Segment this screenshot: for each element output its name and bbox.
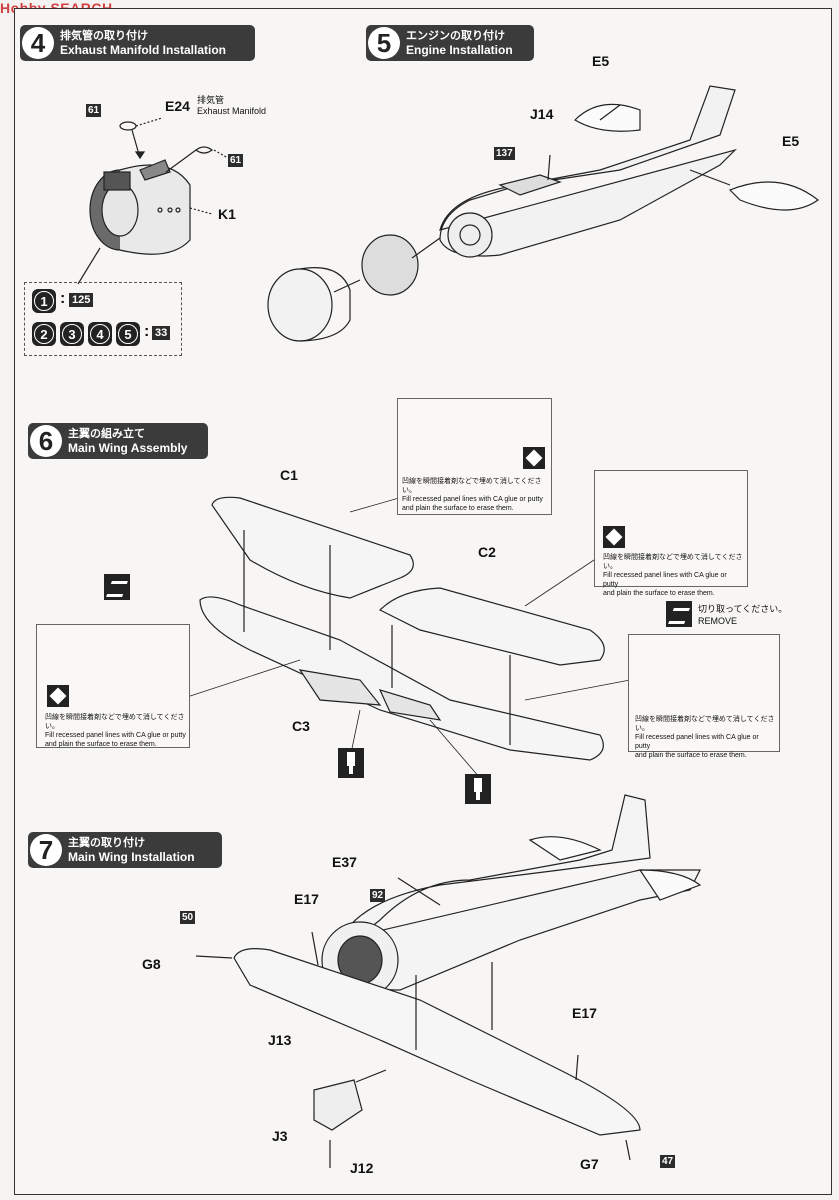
drill-hole-icon	[465, 774, 491, 804]
part-label-e24: E24	[165, 98, 190, 114]
detail-note-box-1: 凹線を瞬間接着剤などで埋めて消してください。Fill recessed pane…	[397, 398, 552, 515]
fill-marker-icon	[603, 526, 625, 548]
detail-note-box-2: 凹線を瞬間接着剤などで埋めて消してください。Fill recessed pane…	[594, 470, 748, 597]
color-tag-92: 92	[370, 889, 386, 902]
cut-tool-icon	[666, 601, 692, 627]
part-label-c2: C2	[478, 544, 496, 560]
step-number: 4	[22, 27, 54, 59]
e24-caption-jp: 排気管	[197, 96, 225, 106]
detail-note-box-4: 凹線を瞬間接着剤などで埋めて消してください。Fill recessed pane…	[628, 634, 780, 759]
e24-shape	[195, 146, 214, 154]
step-title-en: Exhaust Manifold Installation	[60, 43, 227, 57]
remove-note-jp: 切り取ってください。	[698, 605, 788, 615]
part-label-g7: G7	[580, 1156, 599, 1172]
color-tag-33: 33	[152, 326, 171, 340]
step-title-jp: 主翼の取り付け	[68, 836, 145, 849]
part-label-j3: J3	[272, 1128, 288, 1144]
part-label-j14: J14	[530, 106, 554, 122]
color-reference-box	[24, 282, 182, 356]
fill-marker-icon	[523, 447, 545, 469]
colon: :	[60, 290, 66, 307]
color-number-1: 1	[32, 289, 56, 313]
step-title-en: Engine Installation	[406, 43, 513, 57]
part-label-g8: G8	[142, 956, 161, 972]
fill-note: 凹線を瞬間接着剤などで埋めて消してください。Fill recessed pane…	[402, 477, 543, 512]
drill-hole-icon	[338, 748, 364, 778]
remove-note-en: REMOVE	[698, 616, 738, 626]
part-61a-shape	[119, 121, 137, 131]
aircraft-step7-drawing	[233, 794, 702, 1136]
colon: :	[144, 323, 150, 340]
fill-marker-icon	[47, 685, 69, 707]
step-number: 6	[30, 425, 62, 457]
part-label-c3: C3	[292, 718, 310, 734]
color-number-5: 5	[116, 322, 140, 346]
part-label-c1: C1	[280, 467, 298, 483]
remove-note: 切り取ってください。REMOVE	[698, 604, 787, 627]
step-title-jp: エンジンの取り付け	[406, 29, 505, 42]
fill-note: 凹線を瞬間接着剤などで埋めて消してください。Fill recessed pane…	[603, 553, 743, 597]
part-label-j13: J13	[268, 1032, 292, 1048]
color-tag-61a: 61	[86, 104, 102, 117]
color-number-4: 4	[88, 322, 112, 346]
color-number-3: 3	[60, 322, 84, 346]
color-number-2: 2	[32, 322, 56, 346]
cut-tool-icon	[104, 574, 130, 600]
color-tag-61b: 61	[228, 154, 244, 167]
arrow-e5-right	[689, 169, 731, 186]
wing-assembly-drawing	[199, 496, 605, 761]
e24-caption-en: Exhaust Manifold	[197, 106, 267, 116]
part-label-k1: K1	[218, 206, 236, 222]
fill-note: 凹線を瞬間接着剤などで埋めて消してください。Fill recessed pane…	[635, 715, 775, 759]
step-title-jp: 排気管の取り付け	[60, 29, 148, 42]
fill-note: 凹線を瞬間接着剤などで埋めて消してください。Fill recessed pane…	[45, 713, 186, 748]
part-label-e5-top: E5	[592, 53, 610, 69]
color-tag-50: 50	[180, 911, 196, 924]
part-label-e37: E37	[332, 854, 357, 870]
step-title-en: Main Wing Assembly	[68, 441, 188, 455]
step-title-en: Main Wing Installation	[68, 850, 195, 864]
part-label-e17-left: E17	[294, 891, 319, 907]
step-number: 7	[30, 834, 62, 866]
color-tag-125: 125	[69, 293, 94, 307]
step-number: 5	[368, 27, 400, 59]
cowling-k1-drawing	[89, 159, 191, 255]
step-title-jp: 主翼の組み立て	[68, 427, 145, 440]
detail-note-box-3: 凹線を瞬間接着剤などで埋めて消してください。Fill recessed pane…	[36, 624, 190, 748]
part-label-j12: J12	[350, 1160, 374, 1176]
part-label-e5-right: E5	[782, 133, 800, 149]
color-tag-47: 47	[660, 1155, 676, 1168]
fuselage-step5-drawing	[267, 85, 819, 342]
part-label-e17-right: E17	[572, 1005, 597, 1021]
color-tag-137: 137	[494, 147, 515, 160]
